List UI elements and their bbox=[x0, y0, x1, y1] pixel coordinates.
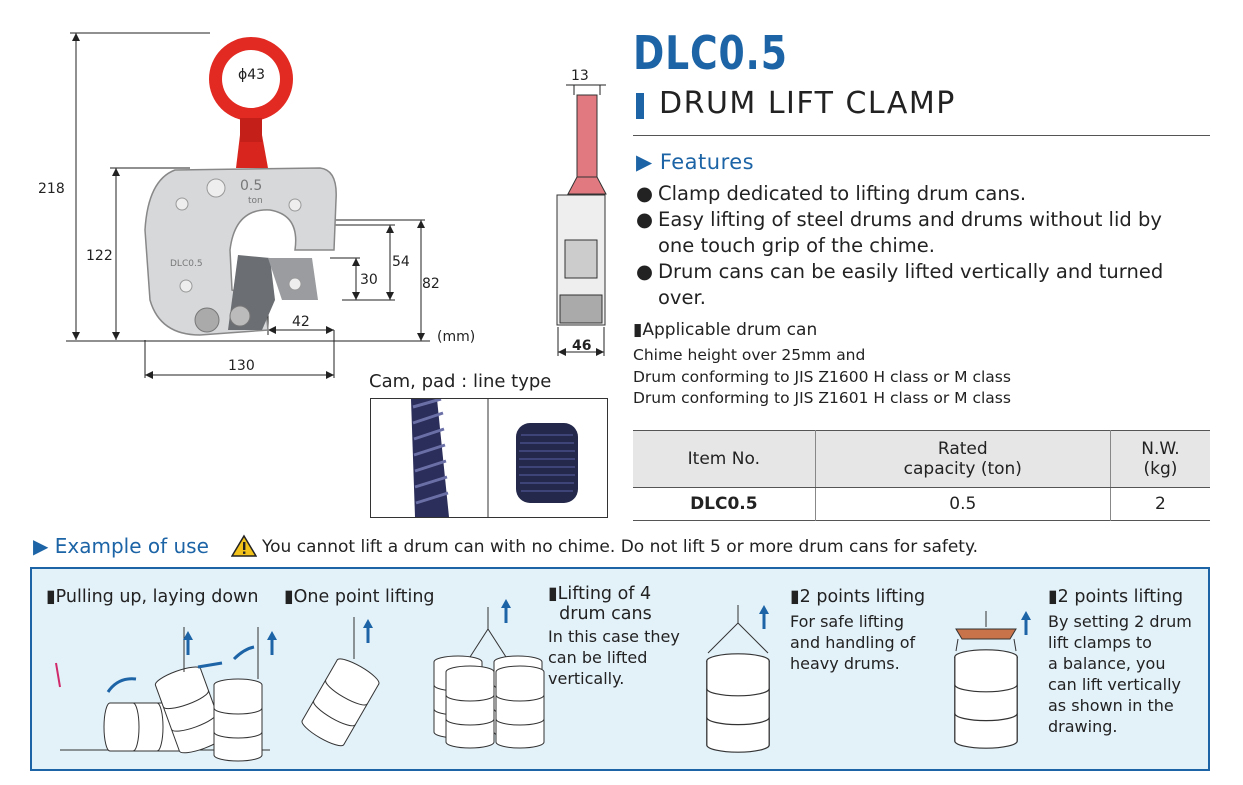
col-nw: N.W.(kg) bbox=[1109, 430, 1210, 488]
dim-130: 130 bbox=[228, 358, 255, 374]
dim-122: 122 bbox=[86, 248, 113, 264]
panel2-illustration bbox=[298, 617, 383, 751]
usage-illustrations bbox=[55, 597, 1033, 762]
dim-82: 82 bbox=[422, 276, 440, 292]
applicable-line: Drum conforming to JIS Z1600 H class or … bbox=[633, 368, 1011, 386]
dim-eye: ϕ43 bbox=[238, 67, 265, 83]
title-rule bbox=[633, 135, 1210, 136]
bullet-icon: ● bbox=[636, 208, 654, 231]
dim-13: 13 bbox=[571, 68, 589, 84]
dim-42: 42 bbox=[292, 314, 310, 330]
product-name: DRUM LIFT CLAMP bbox=[659, 86, 956, 121]
applicable-line: Drum conforming to JIS Z1601 H class or … bbox=[633, 389, 1011, 407]
cell-capacity: 0.5 bbox=[814, 487, 1111, 521]
bullet-icon: ● bbox=[636, 260, 654, 283]
features-heading: ▶ Features bbox=[636, 150, 755, 174]
dim-46: 46 bbox=[572, 338, 591, 354]
body-capacity: 0.5 bbox=[240, 178, 262, 194]
bullet-icon: ● bbox=[636, 182, 654, 205]
cam-pad-image bbox=[370, 397, 608, 518]
lifting-eye-ring bbox=[209, 37, 293, 168]
example-heading: ▶ Example of use bbox=[33, 534, 209, 558]
dim-30: 30 bbox=[360, 272, 378, 288]
clamp-side-view bbox=[556, 84, 607, 356]
applicable-heading: ▮Applicable drum can bbox=[633, 320, 818, 340]
panel4-title: ▮2 points lifting bbox=[790, 587, 926, 607]
panel1-illustration bbox=[55, 627, 279, 762]
bar-icon: ▮ bbox=[633, 320, 643, 340]
table-row: DLC0.5 0.5 2 bbox=[633, 487, 1210, 521]
dim-54: 54 bbox=[392, 254, 410, 270]
panel2-title: ▮One point lifting bbox=[284, 587, 435, 607]
feature-item: ●Easy lifting of steel drums and drums w… bbox=[636, 208, 1162, 231]
panel1-title: ▮Pulling up, laying down bbox=[46, 587, 259, 607]
warning-text: You cannot lift a drum can with no chime… bbox=[262, 537, 979, 557]
features-list: ●Clamp dedicated to lifting drum cans. ●… bbox=[636, 181, 1216, 311]
triangle-icon: ▶ bbox=[33, 534, 55, 558]
cell-item-no: DLC0.5 bbox=[690, 494, 758, 514]
title-accent-bar bbox=[636, 93, 644, 119]
clamp-dimension-drawing: 0.5 ton DLC0.5 ϕ43 218 122 130 54 82 30 … bbox=[38, 32, 607, 379]
feature-item: ●Drum cans can be easily lifted vertical… bbox=[636, 260, 1164, 309]
dim-218: 218 bbox=[38, 181, 65, 197]
cam-title: Cam, pad : line type bbox=[369, 371, 552, 392]
feature-item: ●Clamp dedicated to lifting drum cans. bbox=[636, 182, 1027, 205]
model-title: DLC0.5 bbox=[633, 26, 788, 80]
applicable-line: Chime height over 25mm and bbox=[633, 346, 866, 364]
panel3-illustration bbox=[433, 597, 545, 749]
panel3-title: ▮Lifting of 4 drum cans bbox=[548, 584, 652, 624]
cell-weight: 2 bbox=[1109, 487, 1210, 521]
body-ton: ton bbox=[248, 196, 263, 206]
clamp-body bbox=[144, 167, 337, 336]
body-model: DLC0.5 bbox=[170, 259, 203, 269]
warning-icon bbox=[230, 534, 258, 562]
dim-unit: (mm) bbox=[437, 329, 475, 345]
panel5-title: ▮2 points lifting bbox=[1048, 587, 1184, 607]
triangle-icon: ▶ bbox=[636, 150, 660, 174]
panel4-illustration bbox=[706, 603, 771, 753]
feature-item: one touch grip of the chime. bbox=[658, 234, 935, 257]
panel5-illustration bbox=[954, 609, 1033, 749]
col-item-no: Item No. bbox=[633, 430, 816, 488]
